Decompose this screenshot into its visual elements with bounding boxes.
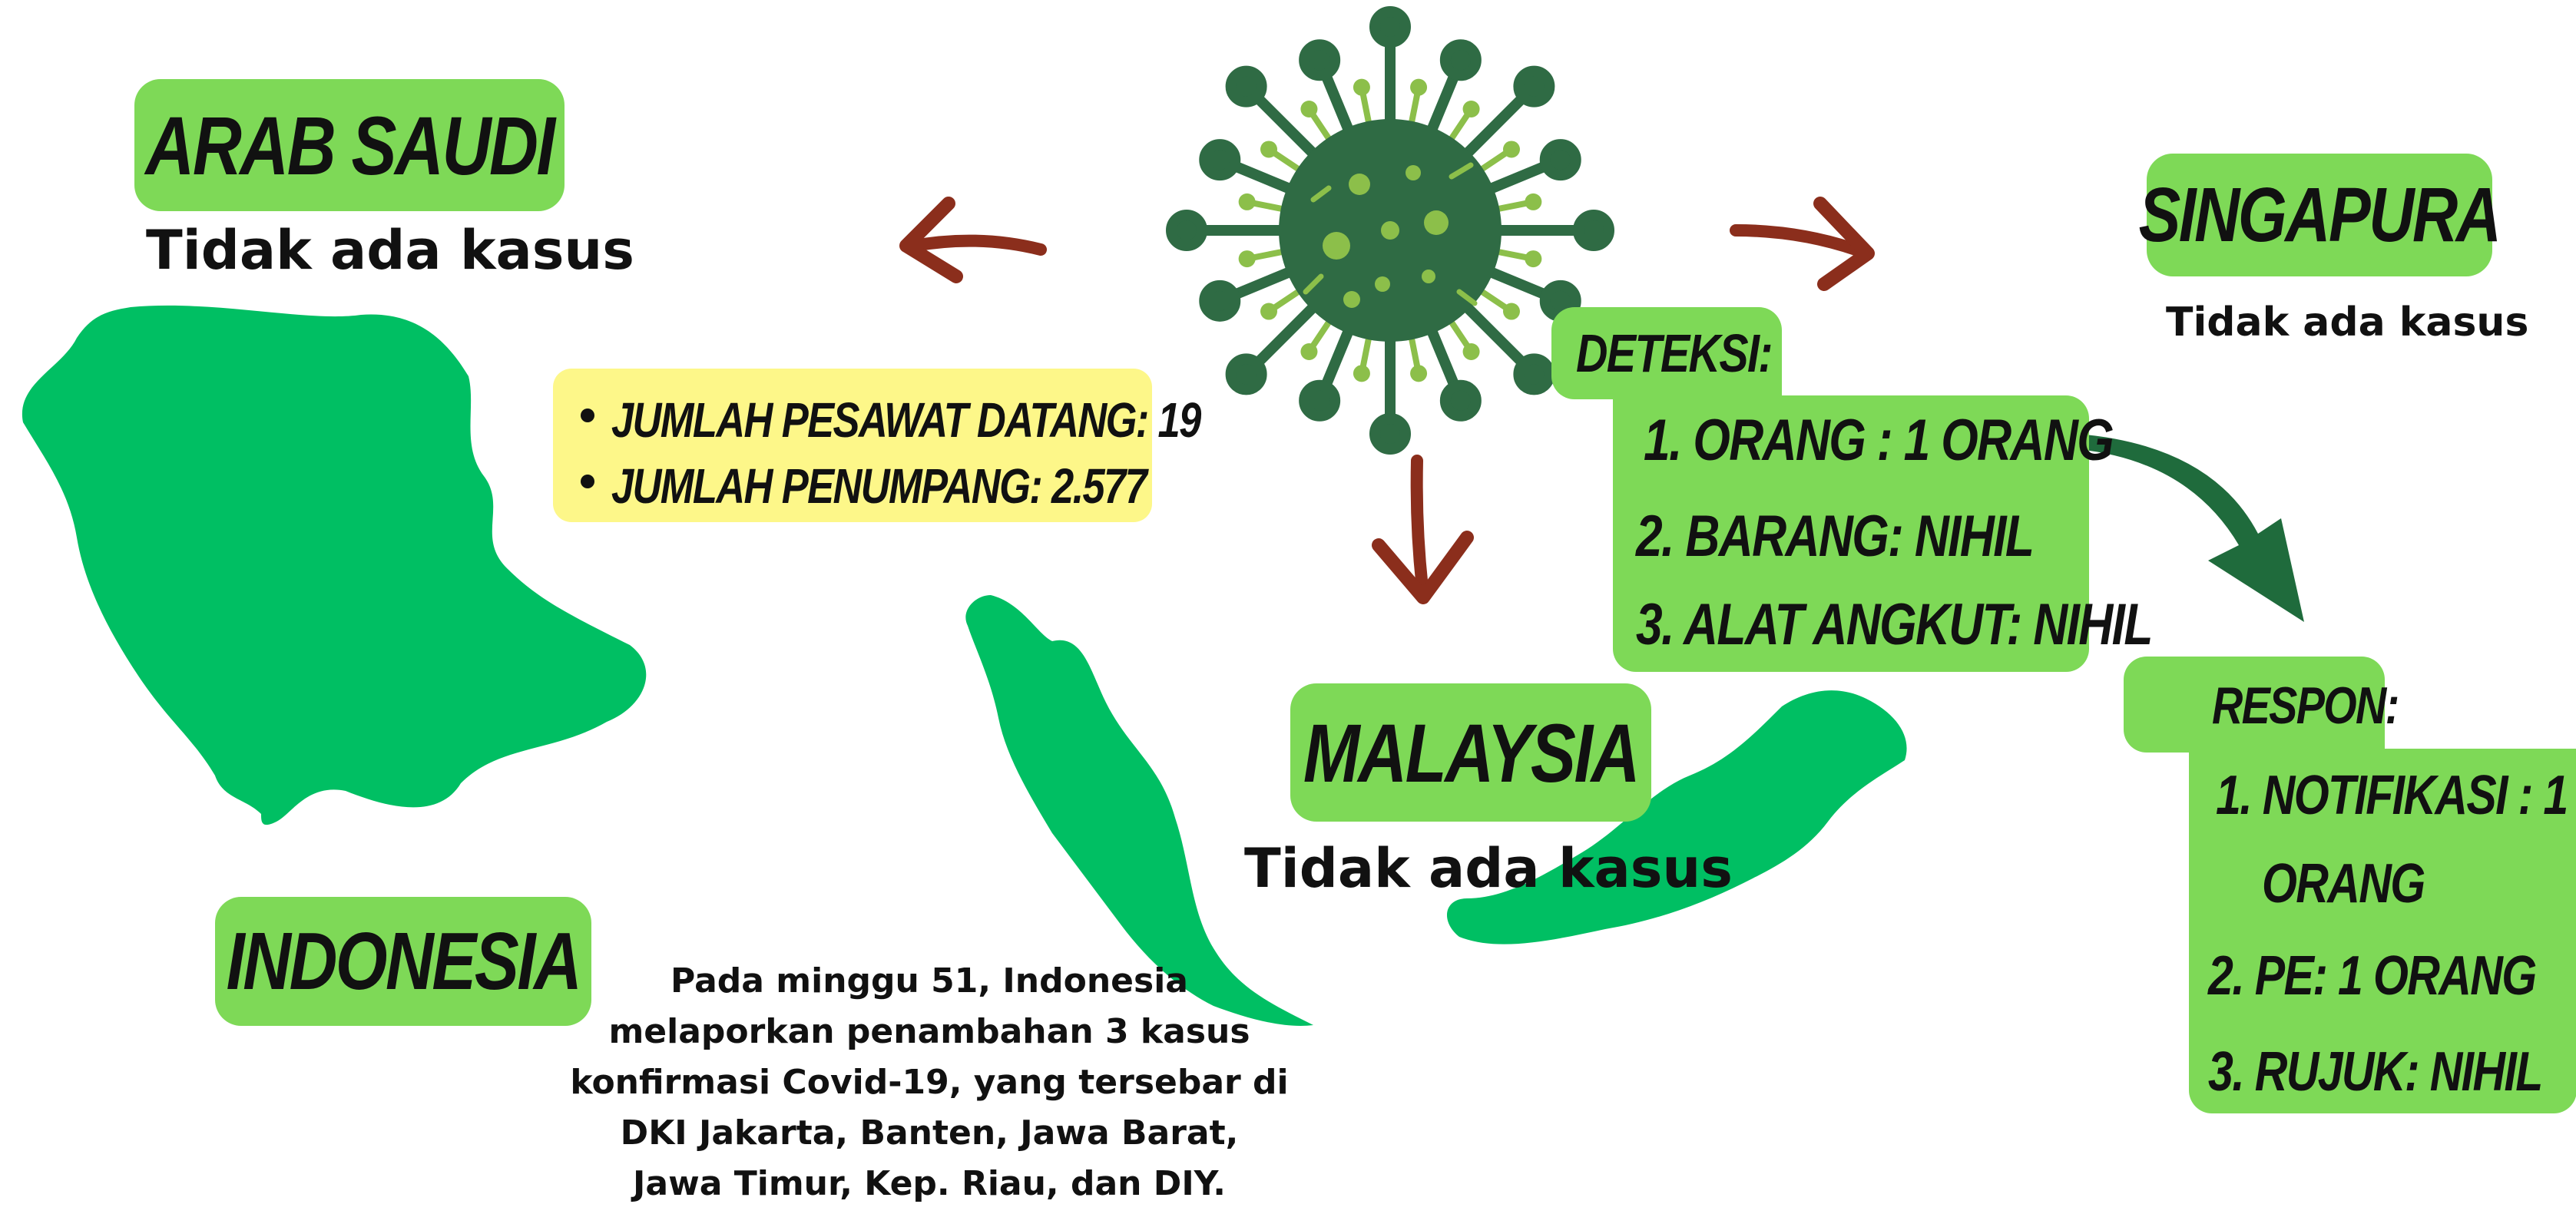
respon-item: 1. NOTIFIKASI : 1 <box>2216 765 2568 826</box>
respon-title: RESPON: <box>2212 676 2399 735</box>
deteksi-item: 3. ALAT ANGKUT: NIHIL <box>1636 592 2153 657</box>
respon-header-box <box>2124 657 2385 753</box>
malaysia-label: MALAYSIA <box>1290 683 1651 822</box>
arrow-left-icon <box>899 197 1047 283</box>
report-line: Pada minggu 51, Indonesia <box>670 961 1188 1001</box>
singapura-label: SINGAPURA <box>2139 154 2502 276</box>
flights-item: JUMLAH PENUMPANG: 2.577 <box>611 458 1147 514</box>
report-line: DKI Jakarta, Banten, Jawa Barat, <box>620 1113 1239 1153</box>
malaysia-borneo-map-icon <box>1446 690 1907 944</box>
malaysia-title: MALAYSIA <box>1303 706 1641 799</box>
report-line: konfirmasi Covid-19, yang tersebar di <box>570 1063 1289 1102</box>
indonesia-title: INDONESIA <box>226 915 582 1007</box>
flights-note: JUMLAH PESAWAT DATANG: 19 JUMLAH PENUMPA… <box>553 369 1201 522</box>
deteksi-title: DETEKSI: <box>1576 323 1773 383</box>
bullet-icon <box>581 409 594 422</box>
arab-saudi-map-icon <box>22 305 647 825</box>
report-line: Jawa Timur, Kep. Riau, dan DIY. <box>633 1164 1226 1203</box>
arab-saudi-label: ARAB SAUDI <box>134 79 565 211</box>
arab-saudi-status: Tidak ada kasus <box>146 219 634 282</box>
deteksi-item: 1. ORANG : 1 ORANG <box>1644 408 2114 473</box>
deteksi-box <box>1613 395 2089 672</box>
malaysia-peninsula-map-icon <box>965 595 1313 1026</box>
singapura-status: Tidak ada kasus <box>2166 299 2529 346</box>
flights-item: JUMLAH PESAWAT DATANG: 19 <box>611 392 1201 448</box>
arab-saudi-title: ARAB SAUDI <box>145 98 555 192</box>
arrow-right-icon <box>1730 197 1875 291</box>
singapura-title: SINGAPURA <box>2139 171 2502 258</box>
arrow-down-icon <box>1372 455 1474 604</box>
bullet-icon <box>581 475 594 488</box>
report-line: melaporkan penambahan 3 kasus <box>608 1012 1250 1051</box>
respon-item: 3. RUJUK: NIHIL <box>2208 1041 2543 1103</box>
deteksi-header-box <box>1551 307 1782 399</box>
virus-icon <box>1166 6 1614 455</box>
malaysia-status: Tidak ada kasus <box>1244 837 1733 900</box>
curved-arrow-icon <box>2078 434 2304 622</box>
respon-item: ORANG <box>2262 853 2425 915</box>
respon-item: 2. PE: 1 ORANG <box>2208 945 2537 1007</box>
respon-box <box>2189 749 2576 1113</box>
indonesia-label: INDONESIA <box>215 897 591 1026</box>
indonesia-report: Pada minggu 51, Indonesia melaporkan pen… <box>538 956 1321 1209</box>
deteksi-item: 2. BARANG: NIHIL <box>1636 504 2035 569</box>
